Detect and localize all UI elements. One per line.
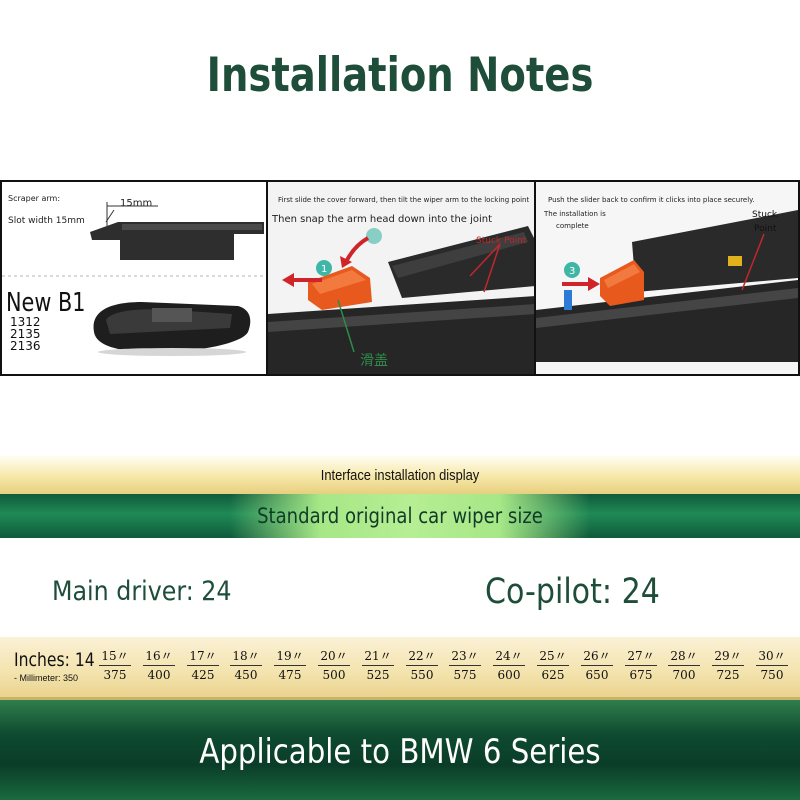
size-inches: 18〃 [230,647,262,666]
main-driver-size: Main driver: 24 [52,576,232,607]
size-inches: 22〃 [406,647,438,666]
size-millimeters: 450 [234,668,258,682]
size-inches: 23〃 [449,647,481,666]
model-label: New B1 [6,288,86,318]
stuck-label: Stuck [752,210,778,220]
size-cell: 16〃400 [143,647,175,682]
size-cell: 18〃450 [230,647,262,682]
svg-text:3: 3 [569,266,575,277]
size-cell: 22〃550 [406,647,438,682]
installation-steps: Scraper arm: Slot width 15mm 15mm New B1… [0,180,800,376]
size-inches: 26〃 [581,647,613,666]
size-inches: 30〃 [756,647,788,666]
scraper-arm-label: Scraper arm: [8,194,61,203]
stuck-point-label: Stuck Point [476,236,527,246]
size-millimeters: 425 [191,668,215,682]
complete-text: complete [556,222,589,230]
size-cell: 23〃575 [449,647,481,682]
model-code: 1312 [10,315,41,329]
model-codes: 1312 2135 2136 [10,316,41,352]
slot-width-label: Slot width 15mm [8,216,85,226]
step-panel-slide-cover: First slide the cover forward, then tilt… [268,182,536,374]
size-millimeters: 750 [760,668,784,682]
size-millimeters: 650 [585,668,609,682]
band-highlight [230,494,590,538]
millimeter-label: - Millimeter: 350 [14,673,79,683]
size-cell: 21〃525 [362,647,394,682]
installation-text: The installation is [544,210,606,218]
interface-display-label: Interface installation display [320,467,480,484]
size-cell: 19〃475 [274,647,306,682]
size-inches: 27〃 [625,647,657,666]
size-inches: 28〃 [668,647,700,666]
size-millimeters: 525 [366,668,390,682]
size-inches: 21〃 [362,647,394,666]
size-cell: 30〃750 [756,647,788,682]
size-millimeters: 675 [629,668,653,682]
size-millimeters: 600 [497,668,521,682]
push-text: Push the slider back to confirm it click… [548,196,755,204]
step-text: First slide the cover forward, then tilt… [278,196,530,204]
size-inches: 29〃 [712,647,744,666]
co-pilot-size: Co-pilot: 24 [485,572,660,612]
size-cell: 20〃500 [318,647,350,682]
size-millimeters: 700 [672,668,696,682]
applicable-label: Applicable to BMW 6 Series [199,732,601,772]
size-millimeters: 725 [716,668,740,682]
standard-size-label: Standard original car wiper size [257,504,543,528]
size-inches: 15〃 [99,647,131,666]
applicable-banner: Applicable to BMW 6 Series [0,697,800,800]
interface-display-band: Interface installation display [0,456,800,494]
step-panel-confirm: Push the slider back to confirm it click… [536,182,798,374]
svg-text:1: 1 [321,264,327,275]
size-millimeters: 475 [278,668,302,682]
snap-text: Then snap the arm head down into the joi… [272,214,493,225]
wiper-arm-illustration [2,202,266,356]
confirm-illustration: 3 [536,210,798,362]
size-inches: 19〃 [274,647,306,666]
size-cell: 26〃650 [581,647,613,682]
page-title: Installation Notes [206,48,594,103]
size-cell: 24〃600 [493,647,525,682]
size-millimeters: 375 [103,668,127,682]
inches-label: Inches: 14 [14,649,95,671]
dimension-label: 15mm [120,198,153,209]
size-millimeters: 500 [322,668,346,682]
size-inches: 20〃 [318,647,350,666]
size-inches: 25〃 [537,647,569,666]
size-inches: 17〃 [187,647,219,666]
size-millimeters: 550 [410,668,434,682]
size-cell: 27〃675 [625,647,657,682]
slide-cover-illustration: 1 [268,226,534,374]
size-millimeters: 400 [147,668,171,682]
step-panel-adapter: Scraper arm: Slot width 15mm 15mm New B1… [2,182,268,374]
size-millimeters: 575 [453,668,477,682]
model-code: 2135 [10,327,41,341]
size-cell: 29〃725 [712,647,744,682]
size-cell: 28〃700 [668,647,700,682]
point-label: Point [754,224,777,234]
size-inches: 24〃 [493,647,525,666]
size-inches: 16〃 [143,647,175,666]
size-cell: 25〃625 [537,647,569,682]
size-cell: 17〃425 [187,647,219,682]
standard-size-band: Standard original car wiper size [0,494,800,538]
model-code: 2136 [10,339,41,353]
size-millimeters: 625 [541,668,565,682]
slide-cover-label: 滑盖 [360,353,388,369]
size-cell: 15〃375 [99,647,131,682]
